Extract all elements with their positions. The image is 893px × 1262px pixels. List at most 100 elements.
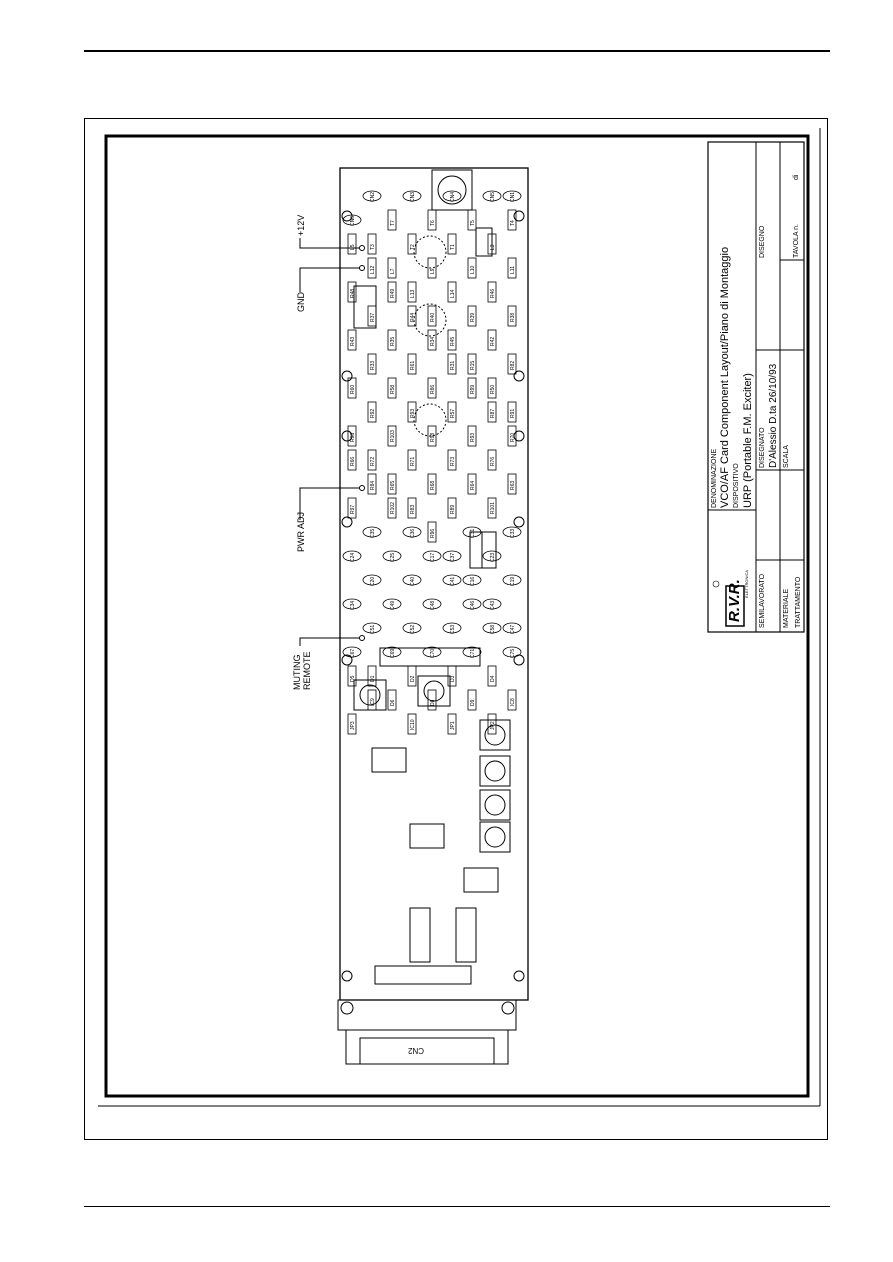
svg-text:D1: D1: [370, 675, 376, 682]
component-l5: L5: [347, 233, 357, 255]
svg-text:CN4: CN4: [450, 192, 456, 202]
component-c75: C75: [502, 646, 522, 658]
svg-text:R93: R93: [410, 409, 416, 418]
component-r43: R43: [347, 329, 357, 351]
svg-text:R38: R38: [510, 313, 516, 322]
svg-text:R15: R15: [470, 361, 476, 370]
svg-text:R97: R97: [350, 505, 356, 514]
svg-text:R39: R39: [470, 313, 476, 322]
component-l9: L9: [427, 257, 437, 279]
svg-text:D2: D2: [410, 675, 416, 682]
drawing-border: [104, 134, 810, 1098]
svg-text:L11: L11: [510, 266, 516, 274]
svg-text:C37: C37: [450, 553, 456, 562]
svg-text:T5: T5: [470, 220, 476, 226]
svg-text:C16: C16: [470, 577, 476, 586]
component-c43: C43: [482, 598, 502, 610]
dispositivo-label: DISPOSITIVO: [733, 463, 740, 508]
svg-text:R86: R86: [430, 385, 436, 394]
svg-text:T2: T2: [410, 244, 416, 250]
component-r15: R15: [467, 353, 477, 375]
svg-text:C52: C52: [410, 625, 416, 634]
component-d3: D3: [447, 665, 457, 687]
component-c70: C70: [422, 646, 442, 658]
component-r68: R68: [427, 473, 437, 495]
component-r31: R31: [447, 353, 457, 375]
svg-text:R48: R48: [350, 289, 356, 298]
svg-text:R73: R73: [450, 457, 456, 466]
svg-text:T6: T6: [430, 220, 436, 226]
component-r46: R46: [487, 281, 497, 303]
component-l12: L12: [367, 257, 377, 279]
svg-text:R70: R70: [510, 433, 516, 442]
component-c71: C71: [462, 646, 482, 658]
svg-text:R.V.R.: R.V.R.: [726, 579, 743, 622]
denominazione-value: VCO/AF Card Component Layout/Piano di Mo…: [719, 247, 731, 508]
svg-text:L9: L9: [430, 268, 436, 274]
component-c24: C24: [342, 550, 362, 562]
svg-text:R60: R60: [350, 385, 356, 394]
component-cn6: CN6: [342, 214, 362, 226]
svg-text:C31: C31: [470, 529, 476, 538]
svg-text:R34: R34: [430, 337, 436, 346]
svg-text:C24: C24: [350, 553, 356, 562]
svg-text:C46: C46: [470, 601, 476, 610]
component-t4: T4: [507, 209, 517, 231]
component-t1: T1: [447, 233, 457, 255]
component-jp3: JP3: [347, 713, 357, 735]
svg-text:C71: C71: [470, 649, 476, 658]
component-c69: C69: [382, 646, 402, 658]
svg-text:C41: C41: [450, 577, 456, 586]
svg-text:R96: R96: [430, 529, 436, 538]
svg-text:C34: C34: [350, 601, 356, 610]
component-jp1: JP1: [447, 713, 457, 735]
component-cn3: CN3: [402, 190, 422, 202]
component-r72: R72: [367, 449, 377, 471]
svg-text:L13: L13: [410, 289, 416, 298]
svg-text:IC10: IC10: [410, 719, 416, 730]
component-d9: D9: [467, 689, 477, 711]
di-label: di: [793, 174, 800, 180]
component-c41: C41: [442, 574, 462, 586]
svg-text:CN6: CN6: [350, 216, 356, 226]
component-c51: C51: [362, 622, 382, 634]
gnd-label: GND: [296, 292, 306, 313]
cn2-label: CN2: [407, 1046, 424, 1055]
component-r71: R71: [407, 449, 417, 471]
svg-text:D5: D5: [350, 675, 356, 682]
component-r42: R42: [487, 329, 497, 351]
component-r95: R95: [347, 425, 357, 447]
component-l11: L11: [507, 257, 517, 279]
svg-text:C47: C47: [510, 625, 516, 634]
component-r57: R57: [447, 401, 457, 423]
svg-text:L5: L5: [350, 244, 356, 250]
svg-text:C25: C25: [390, 553, 396, 562]
component-r38: R38: [507, 305, 517, 327]
svg-text:L7: L7: [390, 268, 396, 274]
tavola-label: TAVOLA n.: [793, 224, 800, 258]
svg-text:C51: C51: [370, 625, 376, 634]
trattamento-label: TRATTAMENTO: [795, 576, 802, 628]
component-r60: R60: [347, 377, 357, 399]
component-c37: C37: [442, 550, 462, 562]
component-r48: R48: [347, 281, 357, 303]
component-c17: C17: [422, 550, 442, 562]
svg-text:R66: R66: [350, 457, 356, 466]
svg-text:R61: R61: [410, 361, 416, 370]
component-c52: C52: [402, 622, 422, 634]
component-r93: R93: [407, 401, 417, 423]
svg-text:R40: R40: [430, 313, 436, 322]
muting-label: MUTING: [292, 655, 302, 691]
component-r35: R35: [387, 329, 397, 351]
svg-text:R89: R89: [450, 505, 456, 514]
footer-rule: [84, 1206, 830, 1207]
svg-text:T4: T4: [510, 220, 516, 226]
disegnato-value: D'Alessio D.ta 26/10/93: [768, 363, 779, 468]
svg-text:L10: L10: [470, 265, 476, 274]
svg-text:L12: L12: [370, 265, 376, 274]
svg-text:CN2: CN2: [370, 192, 376, 202]
svg-text:R33: R33: [370, 361, 376, 370]
board-connections: [299, 238, 365, 646]
svg-text:T7: T7: [390, 220, 396, 226]
component-c34: C34: [342, 598, 362, 610]
